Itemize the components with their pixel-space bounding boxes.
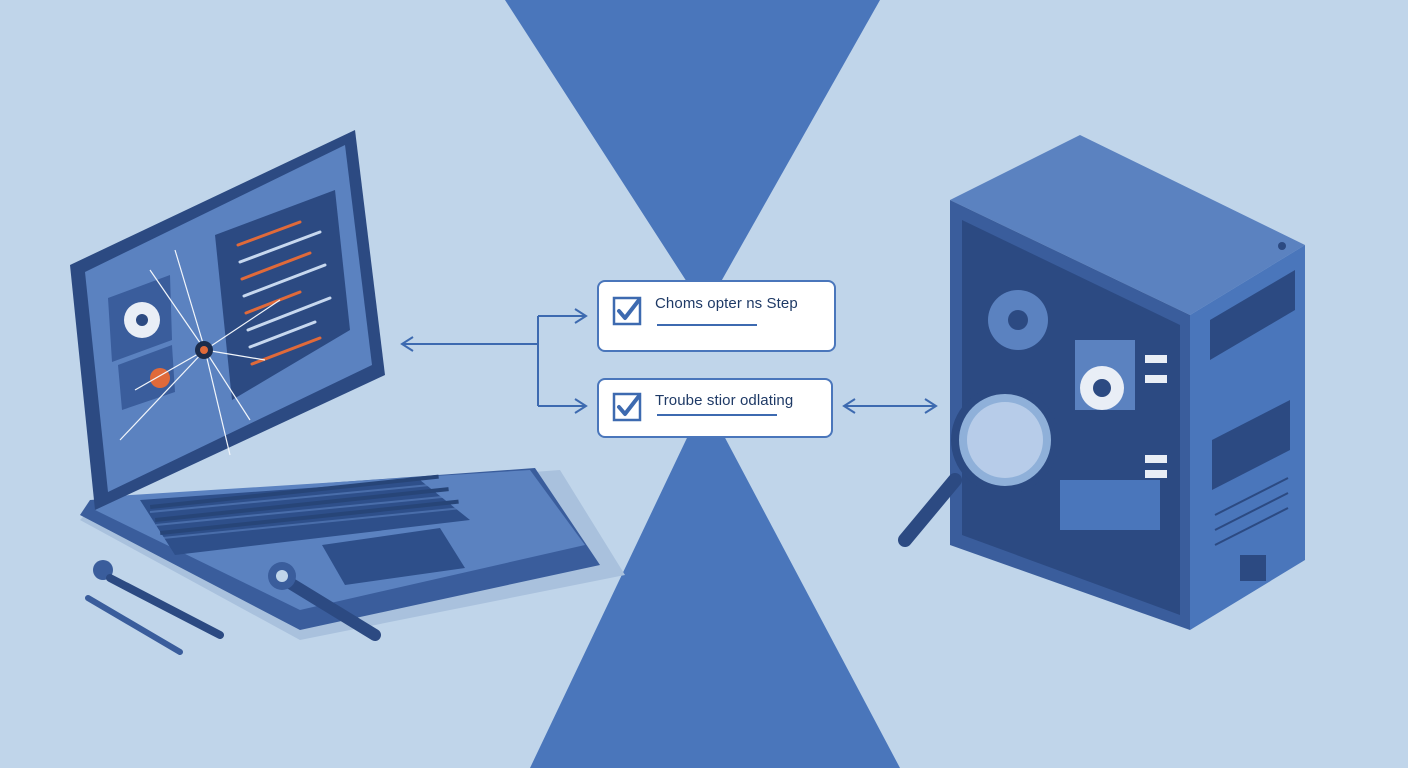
trackpad [322, 528, 465, 585]
wrench-icon [268, 562, 381, 641]
magnifier-icon [898, 386, 1059, 547]
laptop-icon [70, 130, 625, 640]
checkbox-icon[interactable] [612, 296, 642, 326]
step-underline [657, 414, 777, 416]
step-label: Choms opter ns Step [655, 295, 798, 312]
step-card-2[interactable]: Troube stior odlating [597, 378, 833, 438]
step-label: Troube stior odlating [655, 392, 794, 409]
code-lines [236, 220, 332, 366]
hard-drive-icon [108, 275, 175, 410]
hourglass-bottom [530, 400, 900, 768]
keyboard-grid [149, 483, 463, 539]
arrow-icon [400, 308, 938, 414]
keyboard-keys [150, 474, 459, 535]
checkbox-icon[interactable] [612, 392, 642, 422]
step-underline [657, 324, 757, 326]
broken-screen-icon [119, 249, 281, 456]
hourglass-top [505, 0, 880, 310]
step-card-1[interactable]: Choms opter ns Step [597, 280, 836, 352]
desktop-tower-icon [950, 135, 1305, 630]
screwdriver-icon [85, 560, 224, 655]
